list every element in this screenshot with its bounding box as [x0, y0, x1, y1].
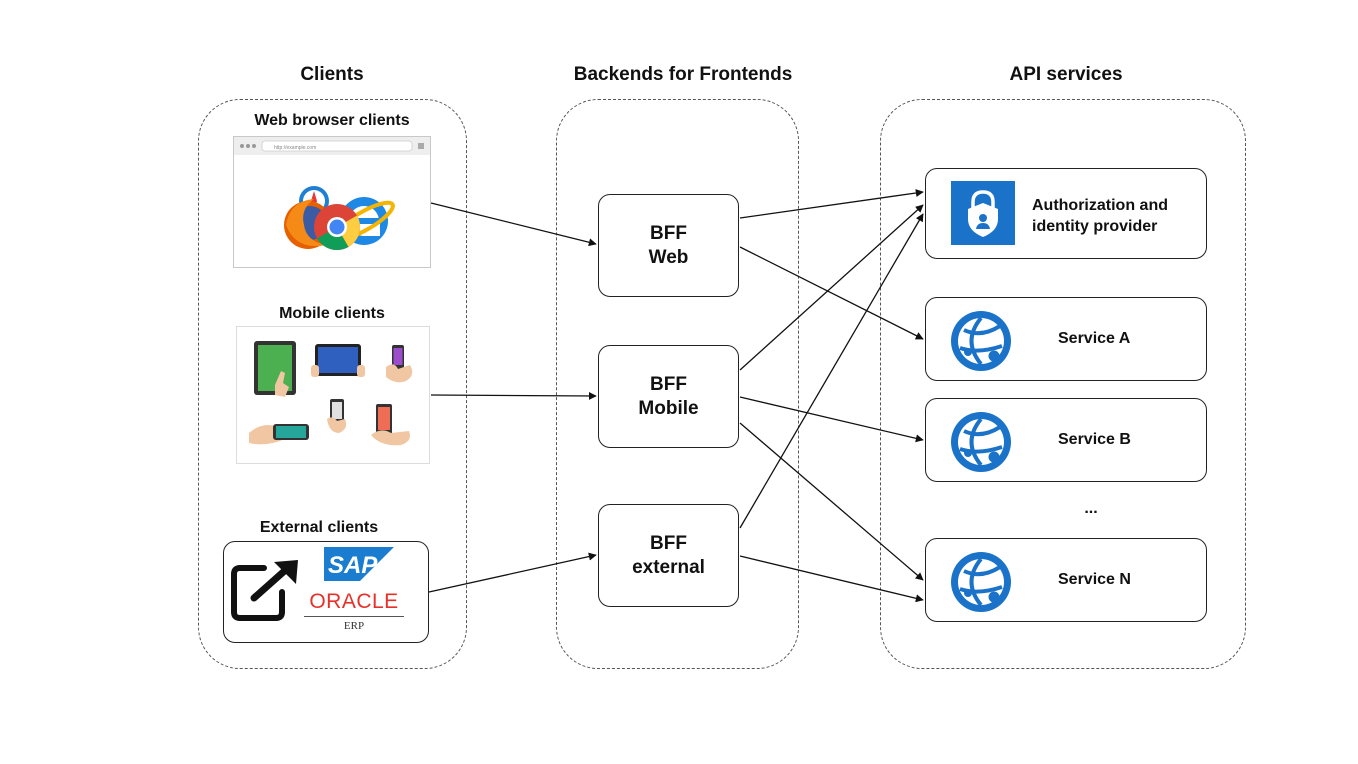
arrow-bff-mobile-to-service-n	[739, 422, 924, 581]
auth-provider-label: Authorization and identity provider	[1032, 195, 1168, 237]
mobile-devices-illustration	[249, 341, 413, 446]
external-link-icon	[231, 560, 298, 621]
auth-provider-line1: Authorization and	[1032, 197, 1168, 214]
arrow-web-to-bff-web	[430, 202, 597, 247]
sap-logo-text: SAP	[328, 552, 378, 579]
bff-mobile: BFF Mobile	[598, 345, 739, 448]
app-service-globe-icon	[951, 552, 1011, 612]
mobile-clients-label: Mobile clients	[279, 305, 385, 322]
bff-external: BFF external	[598, 504, 739, 607]
lock-shield-icon	[951, 181, 1015, 245]
api-column-title: API services	[1009, 64, 1123, 85]
bff-external-line1: BFF	[650, 532, 687, 554]
erp-label: ERP	[343, 620, 365, 632]
app-service-globe-icon	[951, 311, 1011, 371]
web-browser-clients: http://example.com	[233, 136, 431, 268]
auth-provider-line2: identity provider	[1032, 218, 1158, 235]
arrow-bff-web-to-service-a	[739, 246, 924, 340]
service-b-label: Service B	[1058, 431, 1131, 448]
bff-group	[556, 99, 799, 669]
bff-external-line2: external	[632, 556, 705, 578]
arrow-mobile-to-bff-mobile	[430, 391, 597, 400]
external-clients: SAP ORACLE ERP	[223, 541, 429, 643]
services-ellipsis: ...	[1084, 500, 1098, 517]
arrow-external-to-bff-external	[428, 552, 597, 593]
arrow-bff-mobile-to-service-b	[739, 396, 924, 443]
api-services-group	[880, 99, 1246, 669]
service-b: Service B	[925, 398, 1207, 482]
browser-window-illustration: http://example.com	[234, 137, 430, 250]
arrow-bff-web-to-auth	[739, 189, 924, 219]
service-a: Service A	[925, 297, 1207, 381]
sap-logo: SAP	[324, 547, 394, 581]
external-clients-label: External clients	[259, 519, 379, 536]
oracle-logo: ORACLE	[309, 590, 399, 613]
auth-provider: Authorization and identity provider	[925, 168, 1207, 259]
bff-web: BFF Web	[598, 194, 739, 297]
bff-web-line2: Web	[648, 246, 689, 268]
arrow-bff-mobile-to-auth	[739, 204, 924, 371]
bff-column-title: Backends for Frontends	[573, 64, 793, 85]
bff-mobile-line1: BFF	[650, 373, 687, 395]
browser-url-text: http://example.com	[274, 145, 316, 151]
service-n: Service N	[925, 538, 1207, 622]
web-browser-clients-label: Web browser clients	[254, 112, 410, 129]
service-n-label: Service N	[1058, 571, 1131, 588]
bff-mobile-line2: Mobile	[638, 397, 699, 419]
mobile-clients	[236, 326, 430, 464]
service-a-label: Service A	[1058, 330, 1131, 347]
arrow-bff-external-to-service-n	[739, 555, 924, 603]
arrow-bff-external-to-auth	[739, 213, 924, 529]
oracle-divider	[304, 616, 404, 617]
bff-web-line1: BFF	[650, 222, 687, 244]
clients-column-title: Clients	[300, 64, 364, 85]
clients-group	[198, 99, 467, 669]
app-service-globe-icon	[951, 412, 1011, 472]
